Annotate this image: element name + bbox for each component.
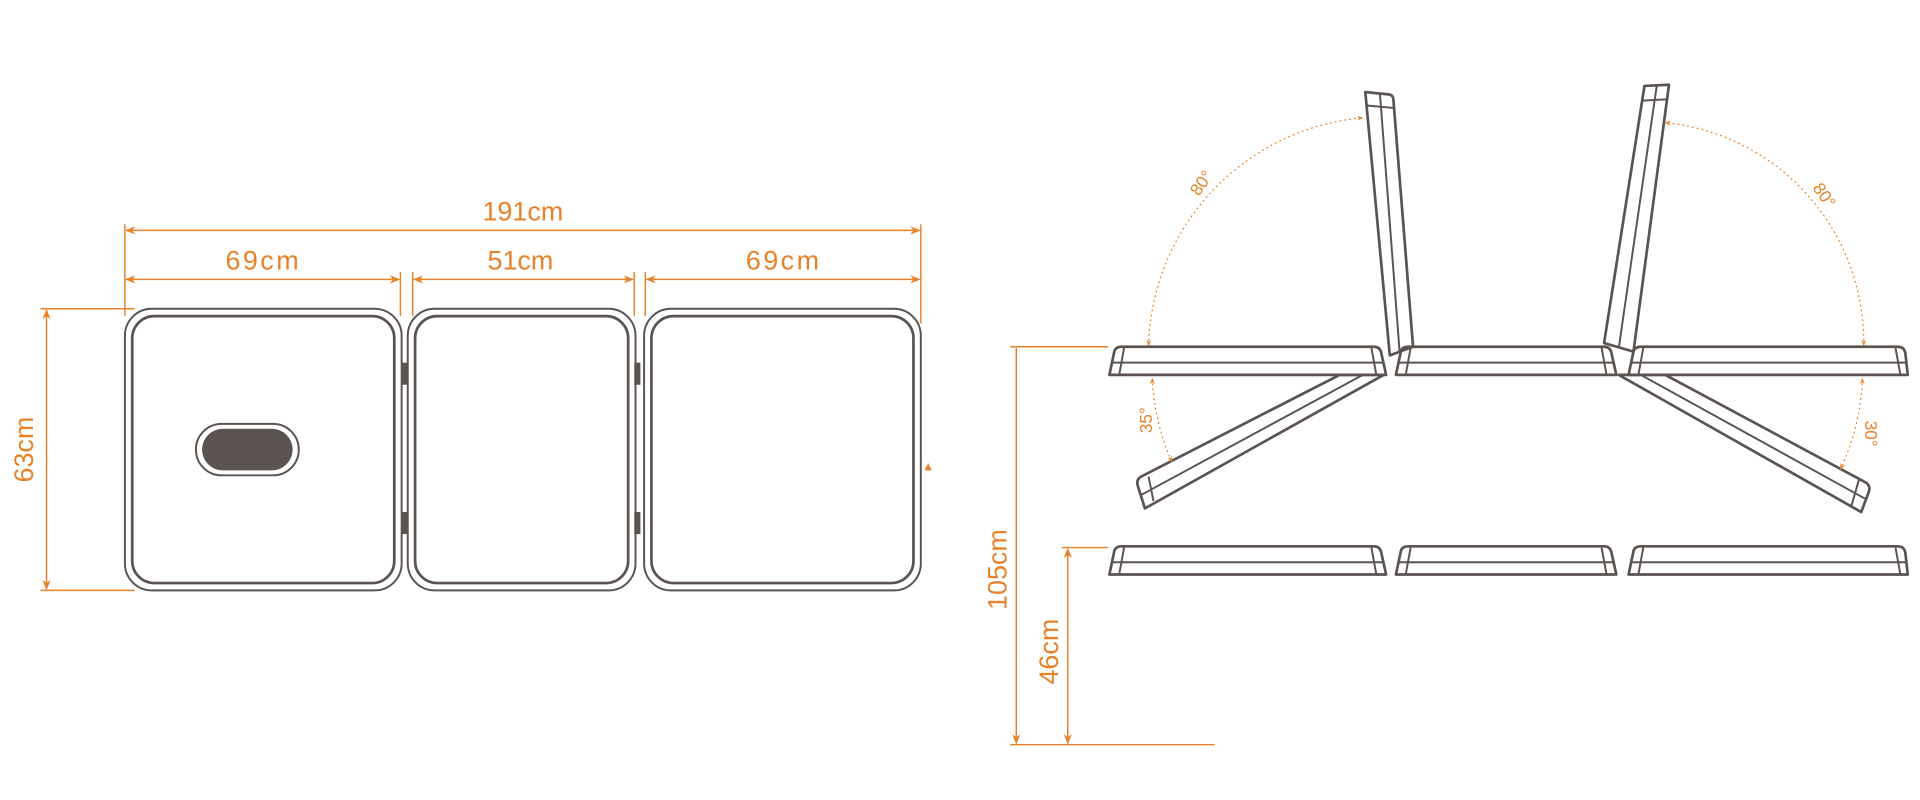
- min-height-label: 46cm: [1034, 619, 1064, 685]
- hinge: [401, 512, 408, 535]
- total-length-label: 191cm: [482, 197, 563, 227]
- width-label: 63cm: [9, 417, 39, 483]
- section-middle-label: 51cm: [487, 246, 553, 276]
- hinge: [634, 512, 641, 535]
- legrest-right-angle: 30°: [1861, 421, 1881, 447]
- hinge: [401, 362, 408, 385]
- panel-right: [643, 307, 922, 592]
- hinge: [634, 362, 641, 385]
- section-right-label: 69cm: [746, 246, 822, 276]
- dimension-lines: [40, 224, 932, 592]
- section-left-label: 69cm: [225, 246, 301, 276]
- angle-arcs: [1146, 115, 1867, 470]
- backrest-left: [1363, 90, 1415, 357]
- legrest-left-angle: 35°: [1136, 407, 1156, 433]
- panel-middle: [406, 307, 637, 592]
- legrest-left: [1135, 373, 1386, 510]
- height-dimensions: [1010, 346, 1215, 746]
- panel-left: [123, 307, 403, 592]
- seat-left: [1108, 345, 1388, 377]
- seat-middle: [1394, 345, 1618, 377]
- backrest-right-angle: 80°: [1809, 179, 1840, 212]
- side-view: 80° 80° 35° 30° 105cm 46cm: [983, 83, 1910, 746]
- backrest-left-angle: 80°: [1186, 167, 1217, 200]
- legrest-right: [1617, 373, 1871, 514]
- raised-position: [1108, 83, 1910, 514]
- max-height-label: 105cm: [983, 529, 1013, 610]
- top-view: 191cm 69cm 51cm 69cm 63cm: [9, 197, 932, 592]
- face-hole: [194, 422, 300, 477]
- lowered-position: [1108, 544, 1910, 576]
- table-panels: [123, 307, 922, 592]
- seat-right: [1627, 345, 1910, 377]
- backrest-right: [1602, 83, 1671, 353]
